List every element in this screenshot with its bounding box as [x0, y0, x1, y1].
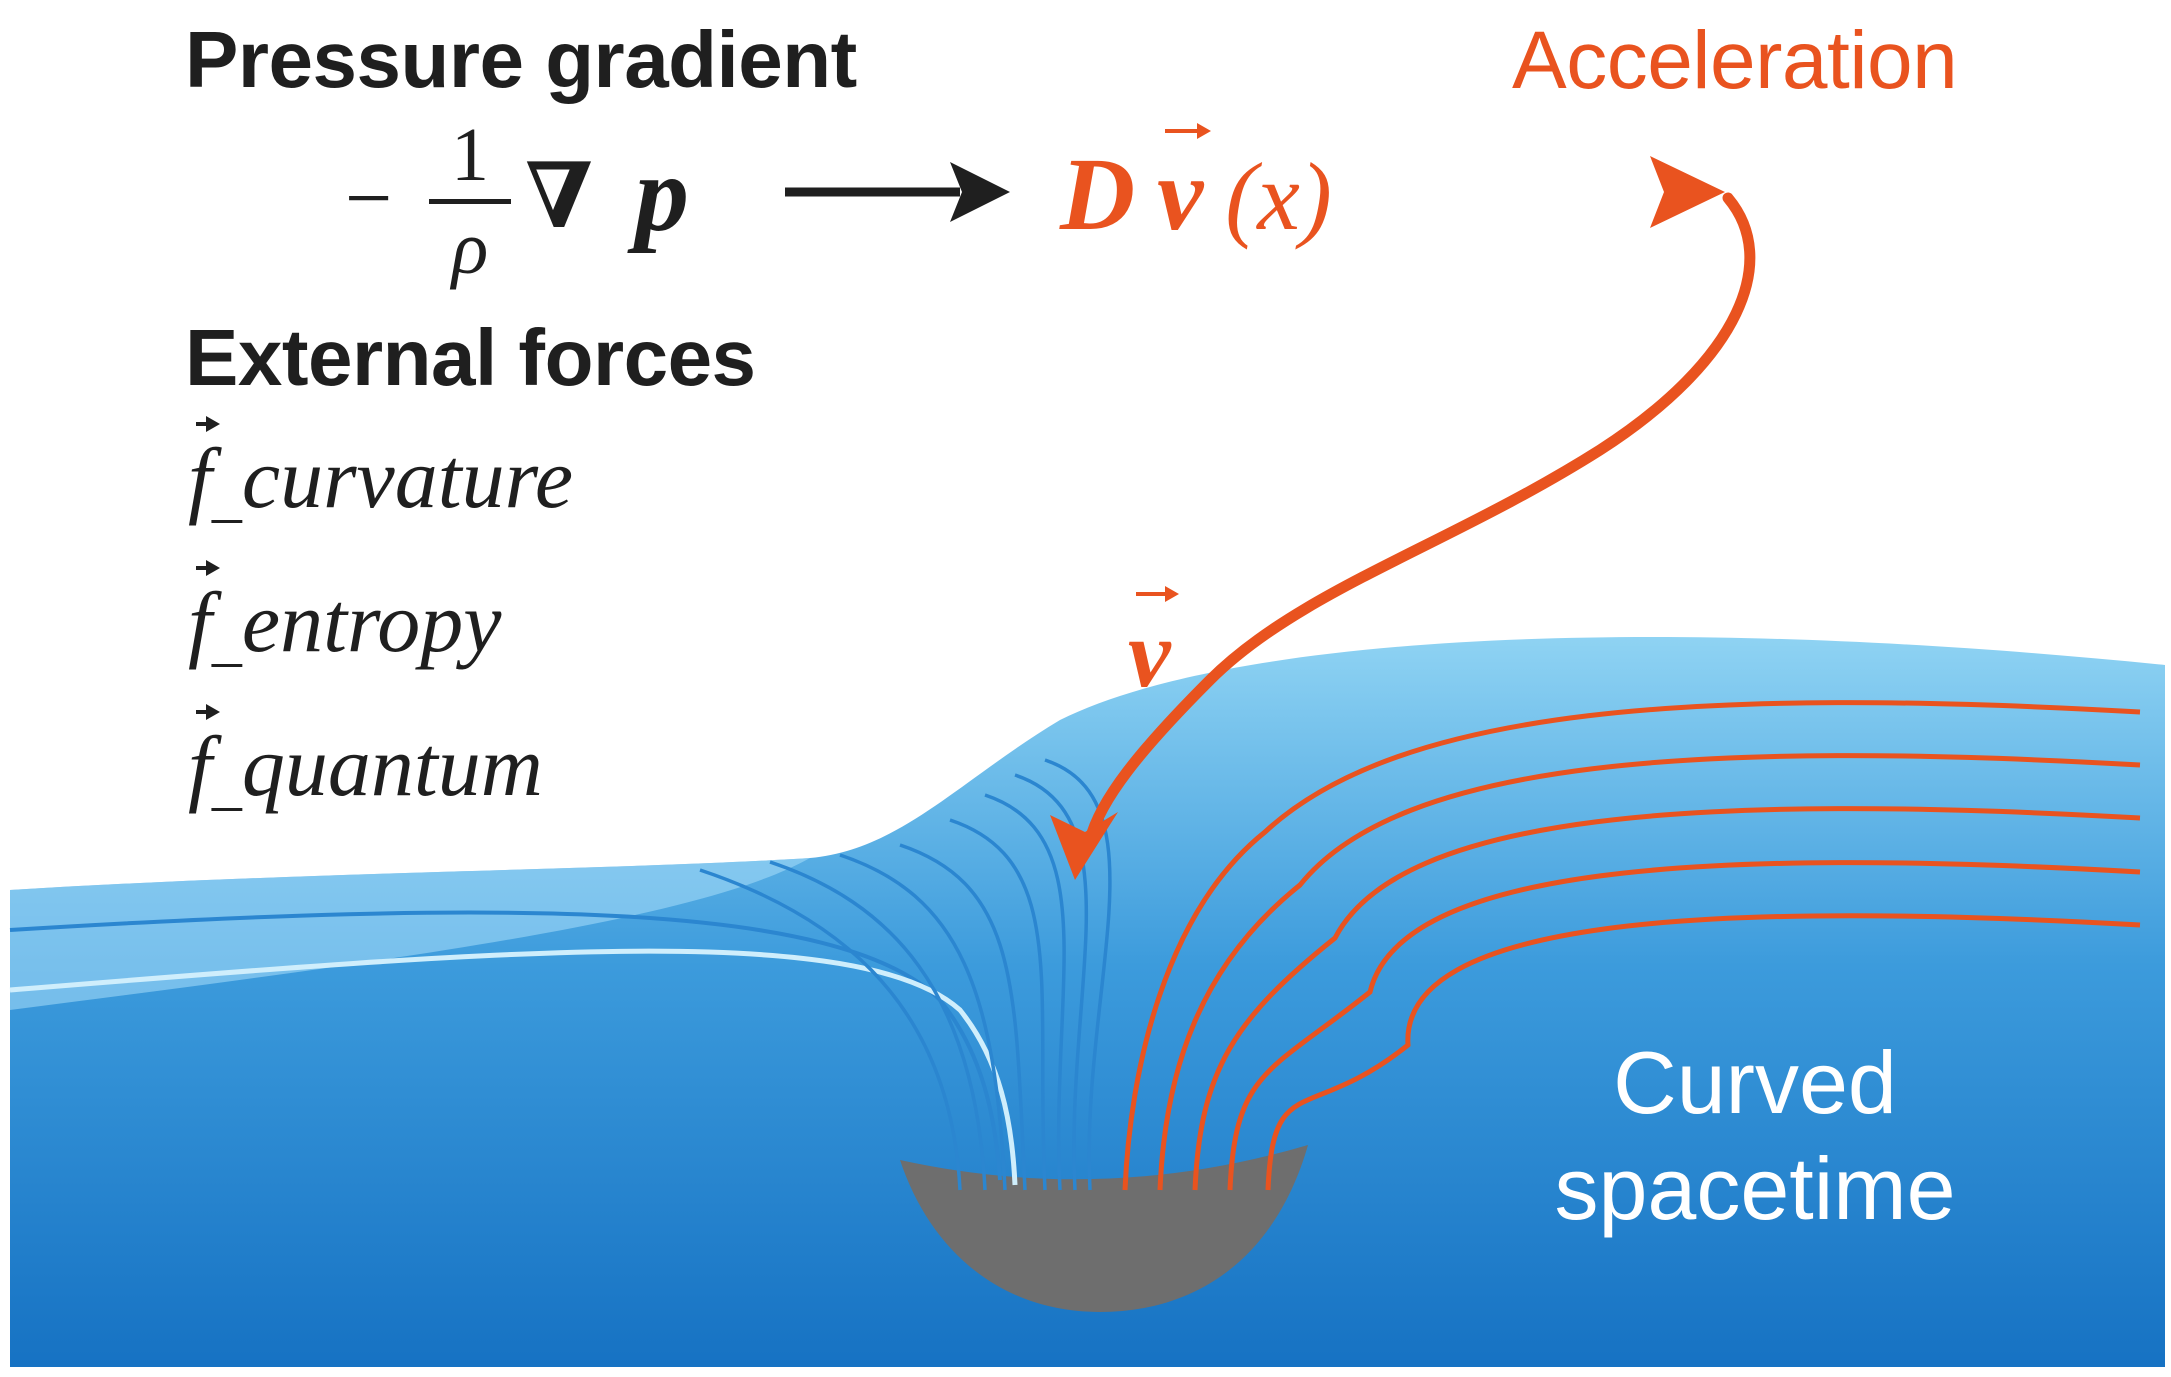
formula-nabla: ∇: [525, 148, 593, 247]
spacetime-label-line-2: spacetime: [1554, 1139, 1956, 1238]
acceleration-heading: Acceleration: [1512, 15, 1958, 106]
fraction-bar: [429, 199, 511, 204]
formula-fraction: 1 ρ: [429, 113, 511, 290]
velocity-label: v: [1128, 586, 1179, 709]
field-line-blue: [949, 818, 1047, 1191]
field-lines-orange: [1122, 700, 2141, 1191]
field-line-orange: [1122, 700, 2141, 1191]
velocity-arrow: [1050, 192, 1756, 880]
field-line-blue: [1044, 758, 1112, 1191]
field-line-blue: [984, 793, 1066, 1191]
formula-x: (x): [1225, 143, 1332, 250]
force-name: curvature: [241, 430, 574, 526]
formula-p: p: [635, 135, 689, 254]
field-line-orange: [1192, 806, 2141, 1191]
formula-numerator: 1: [451, 113, 489, 197]
external-forces-heading: External forces: [185, 313, 756, 402]
field-line-blue: [839, 853, 1007, 1191]
force-name: quantum: [241, 718, 543, 814]
field-line-blue: [899, 843, 1027, 1191]
field-line-blue: [769, 860, 987, 1191]
gravity-well: [900, 1145, 1308, 1312]
force-symbol: f: [188, 560, 220, 670]
velocity-symbol: v: [1128, 586, 1179, 707]
field-line-orange: [1227, 860, 2141, 1191]
force-subscript: _: [211, 462, 242, 528]
acceleration-arrow: [1420, 156, 1725, 228]
force-symbol: f: [188, 416, 220, 526]
spacetime-label: Curved spacetime: [1520, 1030, 1990, 1242]
formula-D: D: [1060, 137, 1136, 252]
force-entropy: f_entropy: [188, 560, 502, 674]
field-line-blue: [699, 868, 962, 1191]
force-quantum: f_quantum: [188, 704, 543, 818]
formula-denominator: ρ: [451, 206, 489, 290]
field-line-orange: [1157, 753, 2141, 1191]
force-symbol: f: [188, 704, 220, 814]
force-subscript: _: [211, 606, 242, 672]
field-line-orange: [1265, 913, 2141, 1191]
pressure-arrow: [785, 162, 1010, 222]
force-curvature: f_curvature: [188, 416, 574, 530]
force-subscript: _: [211, 750, 242, 816]
pressure-gradient-heading: Pressure gradient: [185, 15, 857, 104]
field-lines-blue: [699, 758, 1112, 1191]
force-name: entropy: [241, 574, 502, 670]
formula-minus: −: [345, 152, 393, 245]
formula-v: v: [1157, 123, 1212, 252]
field-lines-left: [9, 910, 1018, 1186]
spacetime-label-line-1: Curved: [1613, 1033, 1897, 1132]
field-line-blue: [1014, 773, 1089, 1191]
